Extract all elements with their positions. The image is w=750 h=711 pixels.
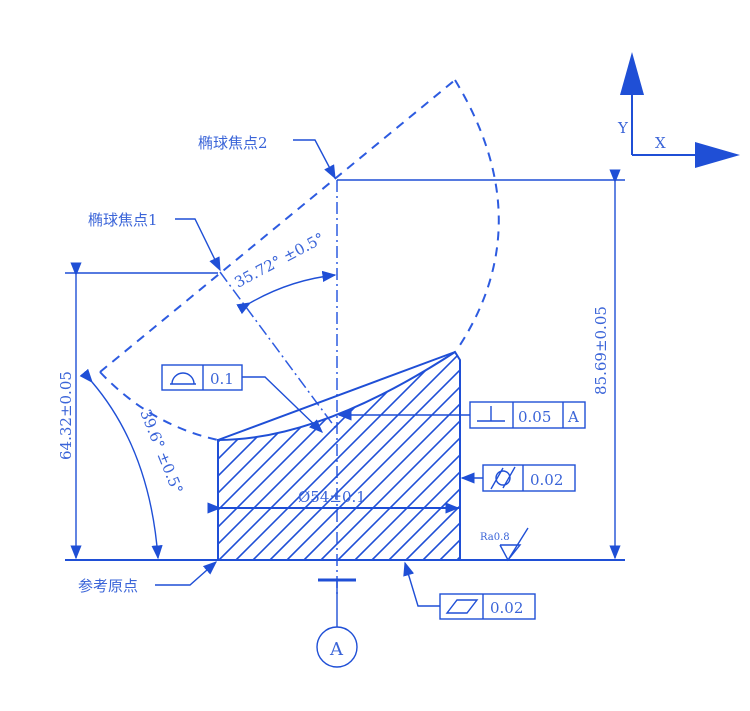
hatch-line (303, 352, 460, 560)
hatch-line (218, 352, 450, 560)
hatch-line (422, 352, 460, 560)
hatch-line (525, 330, 750, 560)
hatch-line (388, 352, 460, 560)
hatch-line (405, 352, 460, 560)
hatch-line (371, 352, 460, 560)
hatch-line (593, 330, 750, 560)
hatch-line (320, 352, 460, 560)
svg-text:0.1: 0.1 (210, 370, 234, 388)
hatch-line (337, 352, 460, 560)
svg-text:A: A (567, 408, 579, 426)
flatness-tolerance-frame: 0.02 (403, 561, 536, 620)
cylindricity-tolerance-frame: 0.02 (460, 464, 576, 492)
hatch-line (286, 352, 460, 560)
perpendicularity-tolerance-frame: 0.05 A (337, 401, 586, 429)
axis-x-label: X (655, 134, 666, 152)
hatch-line (235, 352, 460, 560)
hatch-line (456, 352, 460, 560)
svg-text:0.02: 0.02 (490, 599, 523, 617)
angle-39-dim: 39.6° ±0.5° (136, 407, 186, 497)
hatch-line (252, 352, 460, 560)
focus1-label: 椭球焦点1 (88, 211, 158, 229)
hatch-line (559, 330, 750, 560)
hatch-line (354, 352, 460, 560)
origin-label: 参考原点 (78, 577, 138, 595)
hatch-line (269, 352, 460, 560)
profile-tolerance-frame: 0.1 (161, 364, 324, 433)
height-left-dim: 64.32±0.05 (57, 371, 75, 460)
height-right-dim: 85.69±0.05 (592, 306, 610, 395)
diameter-dim: Ø54±0.1 (298, 488, 366, 506)
hatch-line (542, 330, 750, 560)
angle-35-dim: 35.72° ±0.5° (231, 229, 327, 291)
hatch-line (439, 352, 460, 560)
focus2-label: 椭球焦点2 (198, 134, 268, 152)
ellipse-construction (99, 79, 500, 595)
svg-text:A: A (329, 639, 344, 660)
axis-y-label: Y (617, 119, 629, 137)
svg-text:0.02: 0.02 (530, 471, 563, 489)
datum-a-symbol: A (316, 578, 358, 668)
coordinate-axes: Y X (617, 52, 740, 168)
surface-roughness-symbol: Ra0.8 (480, 527, 529, 562)
svg-text:Ra0.8: Ra0.8 (480, 532, 510, 543)
hatch-line (474, 330, 704, 560)
svg-text:0.05: 0.05 (518, 408, 551, 426)
hatch-line (508, 330, 738, 560)
